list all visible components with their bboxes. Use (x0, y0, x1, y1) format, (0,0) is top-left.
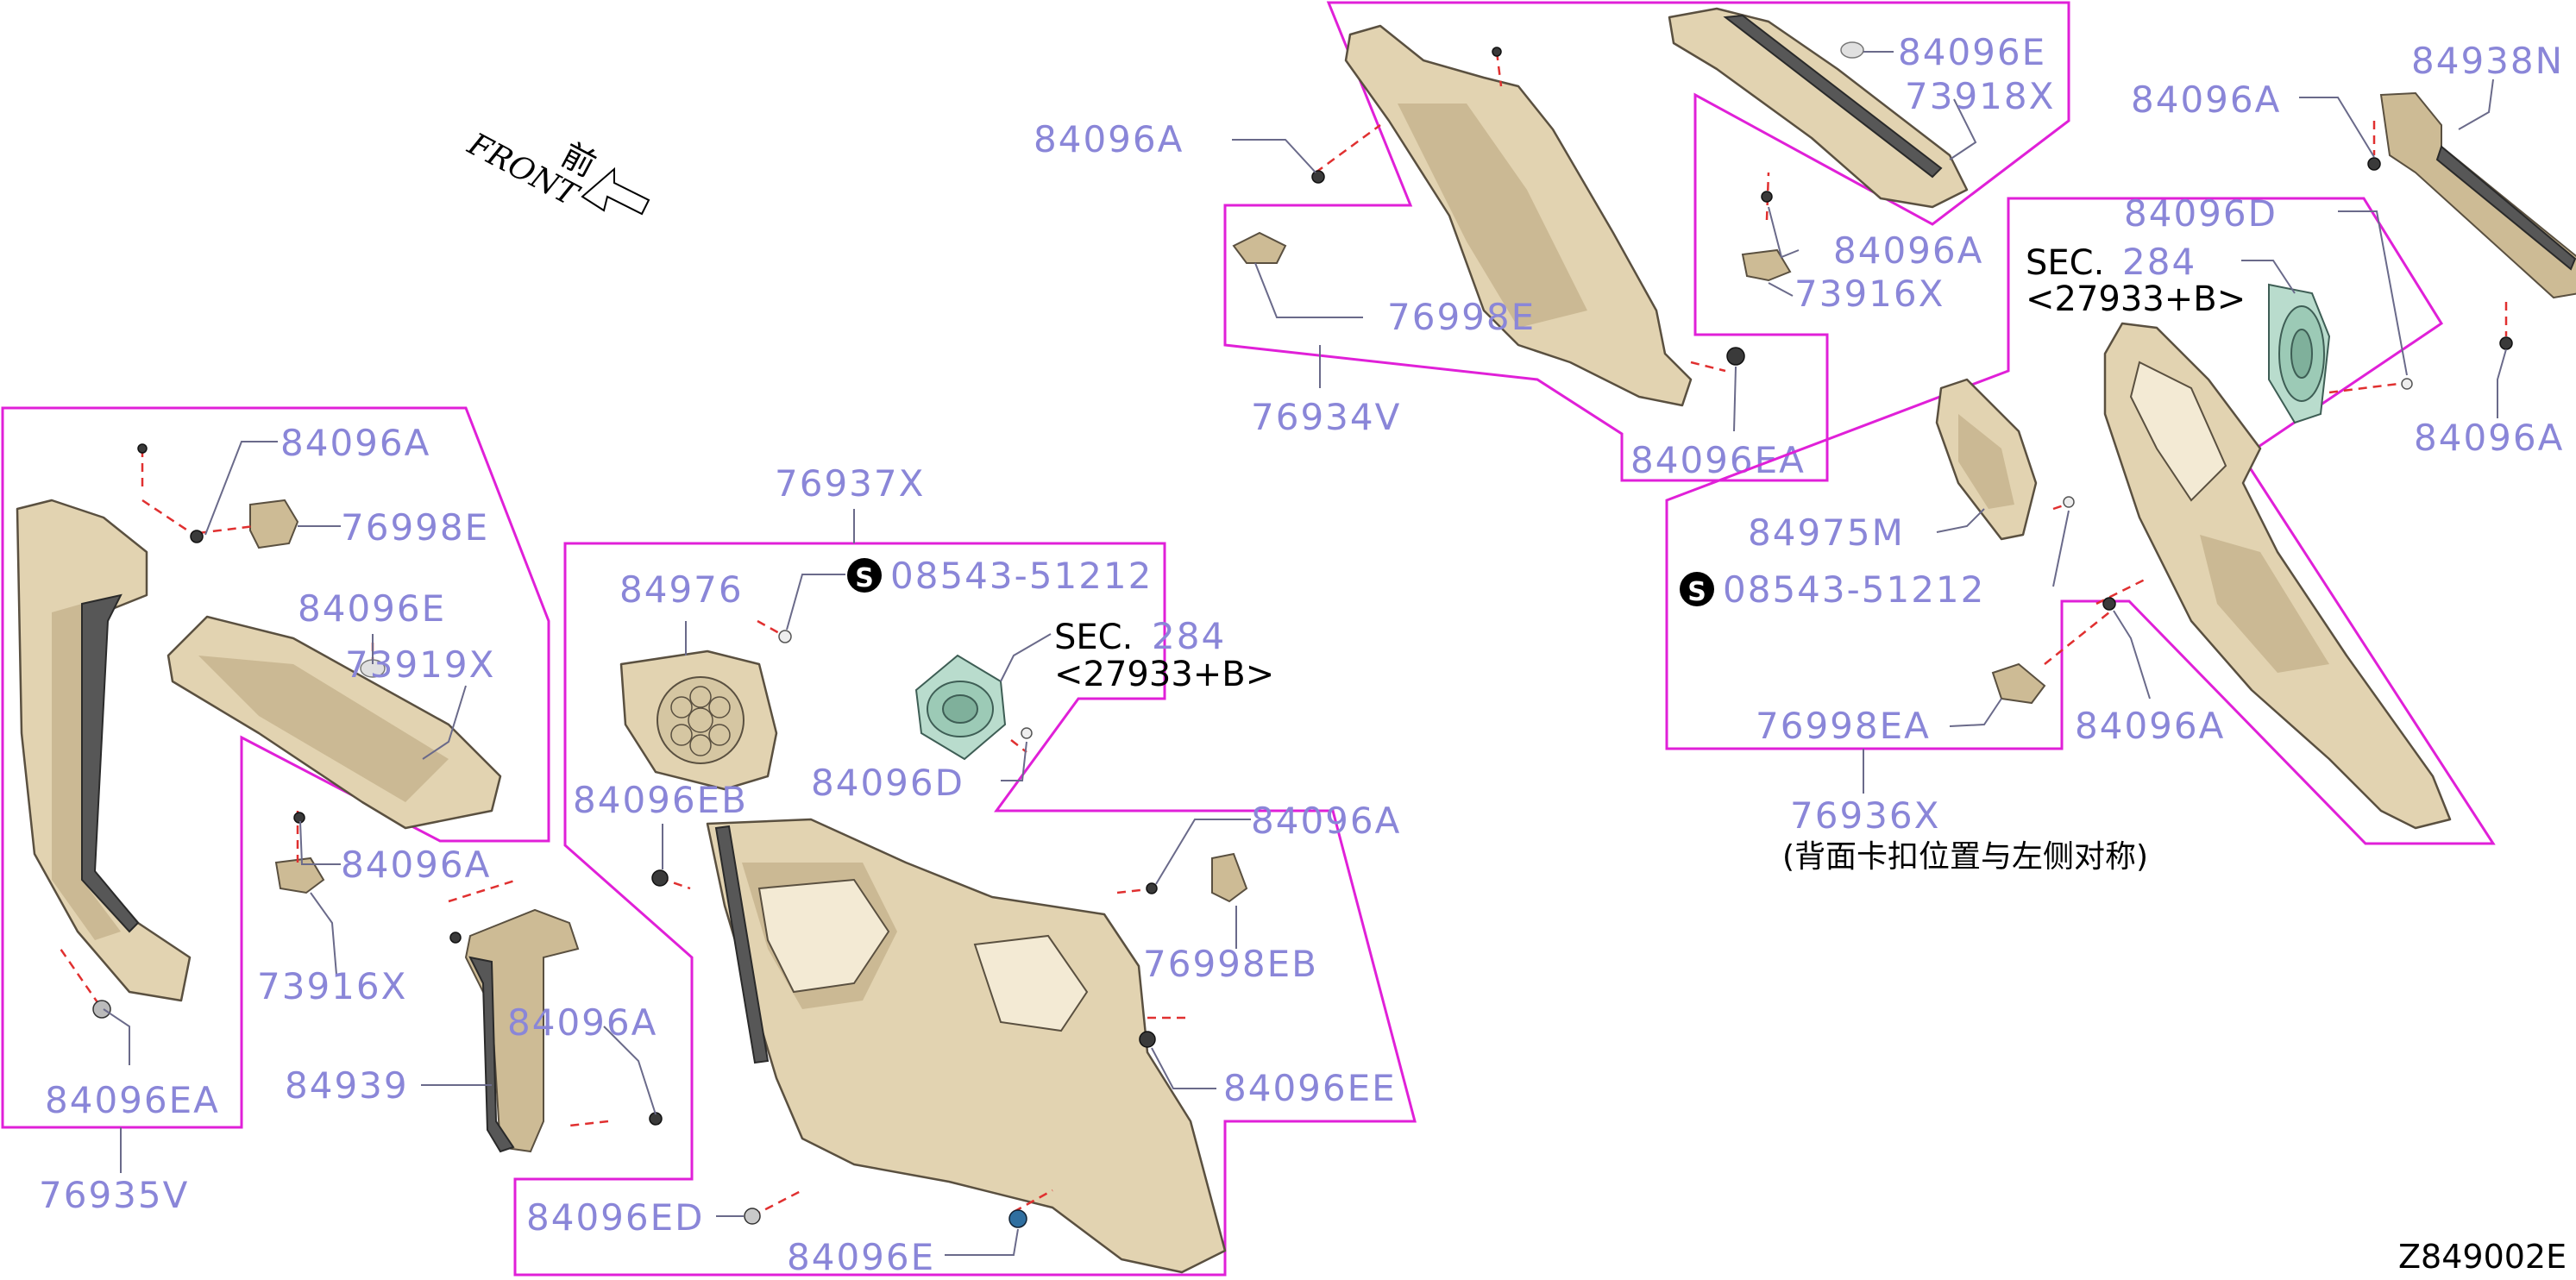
screw-84096A-right-lower (2102, 597, 2116, 611)
label-84096E-center: 84096E (787, 1236, 935, 1278)
screw-08543-right (2063, 496, 2075, 508)
screw-84096A-bracket-right-bottom (2499, 336, 2513, 350)
label-84938N: 84938N (2411, 40, 2564, 82)
screw-84096A-left-mid (293, 812, 305, 824)
screw-84096A-center (1146, 882, 1158, 894)
label-84976: 84976 (619, 568, 744, 611)
label-84096EA-top: 84096EA (1630, 439, 1806, 481)
label-84939: 84939 (285, 1064, 409, 1107)
label-sec-ref-right: <27933+B> (2026, 279, 2246, 319)
screw-top-center (1492, 47, 1502, 57)
grommet-84096E-top (1840, 41, 1864, 59)
group-outline-76937X (513, 542, 1417, 1277)
label-84096A-right-top: 84096A (2131, 78, 2281, 121)
label-76998EB: 76998EB (1143, 943, 1318, 985)
label-84096A-center: 84096A (1251, 800, 1401, 842)
label-sec-num-center: 284 (1152, 615, 1226, 657)
screw-84096A-left-top (190, 530, 204, 543)
label-84096A-2: 84096A (341, 844, 491, 886)
label-76935V: 76935V (39, 1174, 189, 1216)
part-weatherstrip (81, 593, 140, 933)
label-08543-51212-right: 08543-51212 (1723, 568, 1985, 611)
label-76998E-top: 76998E (1387, 296, 1536, 338)
label-84096D-right: 84096D (2124, 192, 2278, 235)
screw-84096A-bracket-right-top (2367, 157, 2381, 171)
label-84096D-center: 84096D (811, 762, 964, 804)
label-73919X: 73919X (345, 643, 495, 686)
group-76935V: 84096A 76998E 84096E 73919X 84096A 73916… (1, 406, 663, 1216)
label-sec-prefix-center: SEC. (1054, 618, 1133, 657)
label-84096EB: 84096EB (573, 779, 748, 821)
label-sec-prefix-right: SEC. (2026, 243, 2104, 283)
group-outline-76934V (1223, 1, 2070, 482)
label-76937X: 76937X (775, 462, 925, 505)
label-84096A-3: 84096A (507, 1001, 657, 1044)
label-84096A-top-right: 84096A (1833, 229, 1983, 272)
svg-text:S: S (855, 563, 874, 593)
clip-84096EA-top (1726, 347, 1745, 366)
group-76937X: S 76937X 84976 08543-51212 SEC. 284 <279… (513, 462, 1417, 1278)
screw-symbol-icon: S (847, 558, 882, 593)
part-rail-73918X (1668, 7, 1969, 209)
part-bracket-84938N (2379, 91, 2576, 299)
part-holder-73916X-left (274, 856, 325, 894)
label-76934V: 76934V (1251, 396, 1401, 438)
label-84096A-right: 84096A (2414, 417, 2564, 459)
label-76998E-1: 76998E (341, 506, 489, 549)
screw-84096D-center (1021, 727, 1033, 739)
part-speaker-SEC284-center (914, 654, 1007, 761)
screw-top-left (137, 443, 148, 454)
group-outline-76936X (1665, 197, 2496, 845)
clip-84096EB (651, 869, 669, 887)
part-clip-76998E-top (1232, 231, 1287, 264)
screw-84096A-top-left (1311, 170, 1325, 184)
svg-text:S: S (1687, 577, 1706, 607)
label-84096EE: 84096EE (1223, 1067, 1397, 1109)
part-clip-76998EB (1211, 852, 1248, 903)
label-84975M: 84975M (1748, 511, 1905, 554)
assembly-84938N: 84096A 84938N 84096A (2131, 40, 2576, 459)
part-holder-73916X-top (1741, 248, 1792, 282)
note-rear-clip-position: (背面卡扣位置与左侧对称) (1782, 839, 2148, 875)
label-84096E-1: 84096E (298, 587, 446, 630)
group-76936X: S 84096D SEC. 284 <27933+B> 84975M 08543… (1665, 192, 2496, 875)
clip-84096E-center (1008, 1209, 1027, 1228)
label-76998EA: 76998EA (1756, 705, 1931, 747)
label-84096ED: 84096ED (526, 1196, 705, 1239)
clip-84096EA-left (92, 1000, 111, 1019)
front-arrow-icon (581, 166, 650, 216)
part-clip-76998EA (1991, 662, 2046, 705)
label-sec-ref-center: <27933+B> (1054, 655, 1274, 694)
label-08543-51212-center: 08543-51212 (890, 555, 1153, 597)
screw-08543-center (778, 630, 792, 643)
label-84096EA-1: 84096EA (45, 1079, 220, 1121)
group-outline-76935V (1, 406, 550, 1129)
diagram-code: Z849002E (2398, 1238, 2567, 1276)
screw-84096A-top-right (1761, 191, 1773, 203)
label-84096A-right-lower: 84096A (2075, 705, 2225, 747)
screw-84096A-bracket-bottom (649, 1112, 663, 1126)
label-73918X: 73918X (1905, 75, 2055, 117)
screw-symbol-icon-right: S (1680, 572, 1714, 607)
label-73916X-top: 73916X (1794, 273, 1945, 315)
front-direction-arrow: 前 FRONT (462, 126, 650, 216)
label-84096A-top: 84096A (1034, 118, 1184, 160)
screw-84096D-right (2401, 378, 2413, 390)
clip-84096EE (1139, 1031, 1156, 1048)
clip-84096ED (744, 1208, 761, 1225)
part-clip-76998E (249, 499, 299, 549)
label-73916X-1: 73916X (257, 965, 407, 1007)
label-sec-num-right: 284 (2122, 241, 2196, 283)
screw-84096A-bracket-top (449, 932, 462, 944)
label-84096A-1: 84096A (280, 422, 430, 464)
label-84096E-top: 84096E (1898, 31, 2046, 73)
group-76934V: 84096A 84096E 73918X 84096A 73916X 76998… (1034, 1, 2070, 482)
label-76936X: 76936X (1790, 794, 1940, 837)
part-speaker-SEC284-right (2268, 283, 2331, 424)
